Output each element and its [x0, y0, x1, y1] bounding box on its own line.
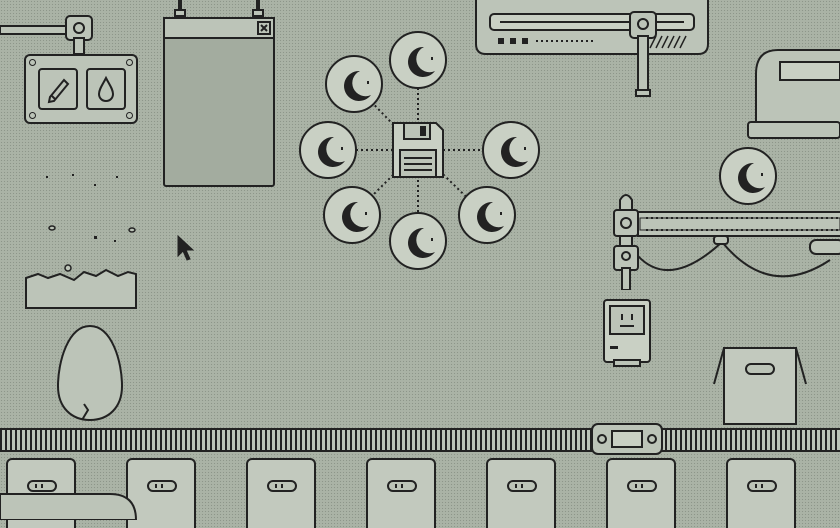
collection-bin[interactable]	[486, 458, 556, 528]
collection-bin[interactable]	[606, 458, 676, 528]
crescent-moon-icon	[408, 46, 435, 77]
crescent-moon-icon	[738, 162, 765, 193]
moon-coin[interactable]	[323, 186, 381, 244]
crescent-moon-icon	[344, 70, 371, 101]
collection-bin[interactable]	[246, 458, 316, 528]
crescent-moon-icon	[477, 201, 504, 232]
bin-slot	[267, 480, 297, 492]
hanging-window	[163, 0, 275, 187]
bin-slot	[627, 480, 657, 492]
conveyor-sensor	[591, 423, 663, 455]
bin-slot	[387, 480, 417, 492]
egg	[56, 324, 124, 422]
outflow-pipe	[0, 493, 138, 520]
computer-face-icon[interactable]	[600, 296, 656, 368]
collection-bin[interactable]	[726, 458, 796, 528]
collection-bin[interactable]	[366, 458, 436, 528]
crescent-moon-icon	[501, 136, 528, 167]
exhaust-duct	[747, 49, 840, 139]
water-drop-icon	[97, 75, 115, 103]
moon-coin[interactable]	[299, 121, 357, 179]
crescent-moon-icon	[408, 227, 435, 258]
bin-slot	[507, 480, 537, 492]
moon-coin[interactable]	[719, 147, 777, 205]
feed-pipe	[0, 15, 93, 55]
water-tool-button[interactable]	[86, 68, 126, 110]
main-conveyor-belt	[0, 428, 840, 452]
moon-coin[interactable]	[389, 31, 447, 89]
collection-bin[interactable]	[126, 458, 196, 528]
bin-slot	[27, 480, 57, 492]
tool-panel	[24, 54, 138, 124]
arrow-cursor-icon	[177, 234, 195, 261]
crescent-moon-icon	[342, 201, 369, 232]
pencil-icon	[47, 78, 70, 104]
moon-coin[interactable]	[325, 55, 383, 113]
pencil-tool-button[interactable]	[38, 68, 78, 110]
close-icon[interactable]	[257, 21, 271, 35]
moon-coin[interactable]	[482, 121, 540, 179]
bin-slot	[147, 480, 177, 492]
bin-slot	[747, 480, 777, 492]
crescent-moon-icon	[318, 136, 345, 167]
indicator-lights	[498, 38, 528, 44]
debris-tray	[25, 174, 137, 309]
top-machine	[475, 0, 709, 97]
moon-coin[interactable]	[389, 212, 447, 270]
cardboard-box	[713, 347, 807, 425]
moon-coin[interactable]	[458, 186, 516, 244]
side-conveyor	[613, 194, 840, 290]
floppy-disk-icon[interactable]	[390, 120, 446, 180]
